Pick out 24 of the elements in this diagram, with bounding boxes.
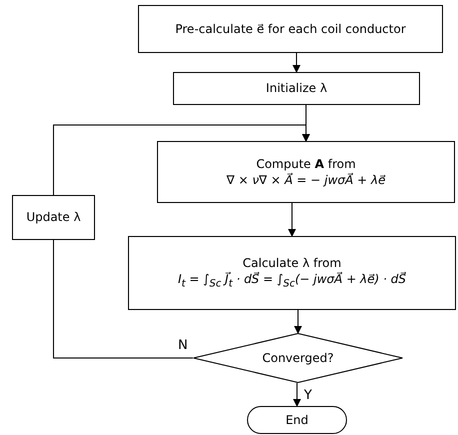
decision-diamond [193,333,403,383]
arrow [294,310,302,334]
formula: I$_{t}$ = ∫$_{Sc}$ J⃗$_{t}$ · dS⃗ = ∫$_{Sc}$(− jwσA⃗ + λe⃗) · dS⃗ [178,271,406,292]
step-text: Calculate λ from [242,254,342,272]
arrow [293,382,301,407]
step-text: Pre-calculate e⃗ for each coil conductor [175,20,406,38]
arrow [53,124,310,196]
process-box [157,141,455,203]
connector-line [53,240,194,358]
process-box [138,5,443,53]
step-text: Update λ [26,209,81,226]
step-text: Compute A from [256,156,356,172]
process-box [173,72,420,105]
edge-label: Y [304,388,312,403]
process-box [128,236,456,310]
formula: ∇ × ν∇ × A⃗ = − jwσA⃗ + λe⃗ [226,172,386,188]
edge-label: N [178,338,188,353]
terminator [247,406,347,434]
arrow [292,52,300,73]
step-text: End [286,412,308,428]
step-text: Initialize λ [266,80,328,97]
process-box [12,195,95,240]
arrow [288,202,296,237]
step-text: Converged? [262,350,334,366]
